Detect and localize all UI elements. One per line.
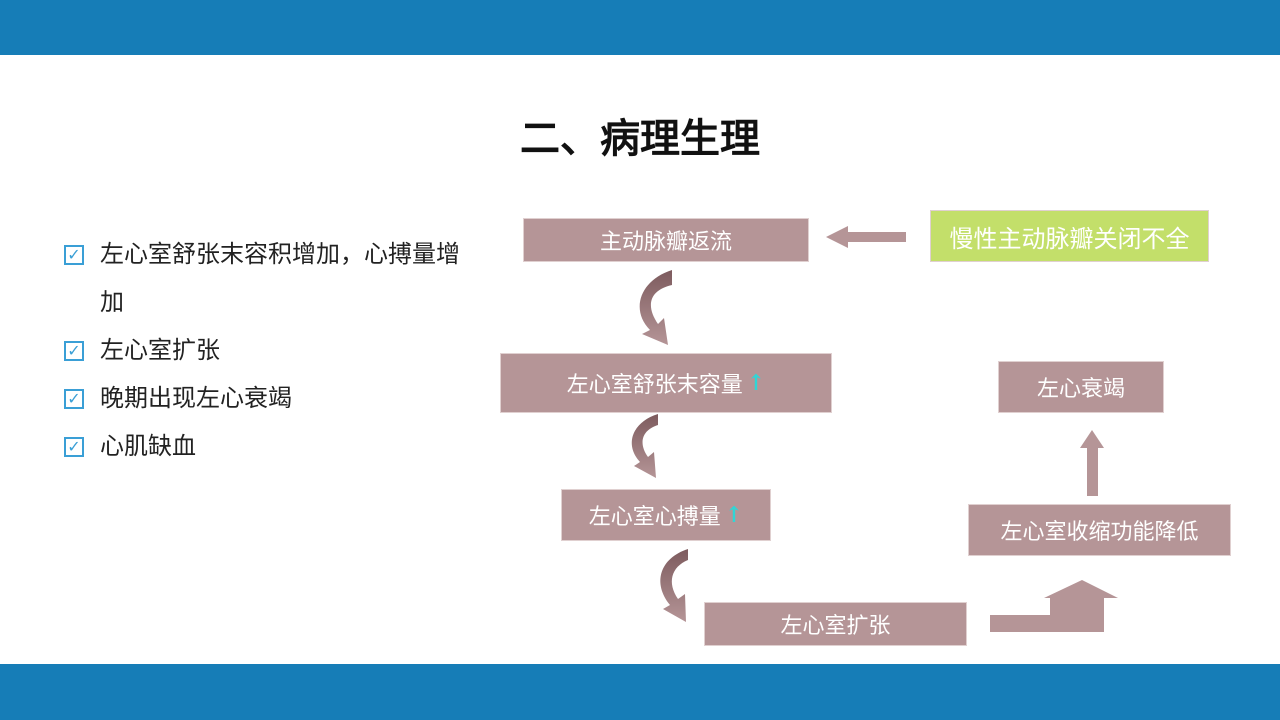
flow-box-lv-stroke-volume: 左心室心搏量↑ bbox=[561, 489, 771, 541]
slide-title: 二、病理生理 bbox=[520, 116, 760, 162]
bullet-item: ✓ 左心室舒张末容积增加，心搏量增加 bbox=[62, 230, 462, 326]
bottom-bar bbox=[0, 664, 1280, 720]
bullet-text: 晚期出现左心衰竭 bbox=[100, 384, 292, 412]
curved-arrow-icon bbox=[660, 549, 688, 622]
checkbox-icon: ✓ bbox=[64, 341, 84, 361]
box-label: 左心室收缩功能降低 bbox=[1000, 520, 1199, 545]
checkbox-icon: ✓ bbox=[64, 245, 84, 265]
top-bar bbox=[0, 0, 1280, 55]
flow-box-aortic-regurgitation: 主动脉瓣返流 bbox=[523, 218, 809, 262]
bullet-list: ✓ 左心室舒张末容积增加，心搏量增加 ✓ 左心室扩张 ✓ 晚期出现左心衰竭 ✓ 心肌缺血 bbox=[62, 230, 462, 470]
flow-box-lv-systolic-decline: 左心室收缩功能降低 bbox=[968, 504, 1231, 556]
bent-arrow-icon bbox=[990, 580, 1118, 632]
bullet-text: 左心室舒张末容积增加，心搏量增加 bbox=[100, 240, 460, 316]
box-label: 主动脉瓣返流 bbox=[599, 230, 732, 255]
checkbox-icon: ✓ bbox=[64, 437, 84, 457]
arrow-left-icon bbox=[826, 226, 906, 248]
bullet-item: ✓ 左心室扩张 bbox=[62, 326, 462, 374]
bullet-text: 左心室扩张 bbox=[100, 336, 220, 364]
curved-arrow-icon bbox=[639, 270, 672, 345]
curved-arrow-icon bbox=[631, 414, 658, 478]
bullet-text: 心肌缺血 bbox=[100, 432, 196, 460]
increase-arrow-icon: ↑ bbox=[724, 502, 744, 528]
flow-box-chronic-aortic-insufficiency: 慢性主动脉瓣关闭不全 bbox=[930, 210, 1209, 262]
flow-box-lv-dilation: 左心室扩张 bbox=[704, 602, 967, 646]
increase-arrow-icon: ↑ bbox=[746, 370, 766, 396]
box-label: 左心室扩张 bbox=[780, 614, 891, 639]
arrow-up-icon bbox=[1080, 430, 1104, 496]
box-label: 左心衰竭 bbox=[1036, 377, 1125, 402]
bullet-item: ✓ 晚期出现左心衰竭 bbox=[62, 374, 462, 422]
box-label: 左心室心搏量 bbox=[588, 505, 721, 530]
box-label: 慢性主动脉瓣关闭不全 bbox=[949, 224, 1190, 253]
bullet-item: ✓ 心肌缺血 bbox=[62, 422, 462, 470]
flow-box-lv-edv: 左心室舒张末容量↑ bbox=[500, 353, 832, 413]
box-label: 左心室舒张末容量 bbox=[566, 373, 743, 398]
flow-box-lv-failure: 左心衰竭 bbox=[998, 361, 1164, 413]
checkbox-icon: ✓ bbox=[64, 389, 84, 409]
